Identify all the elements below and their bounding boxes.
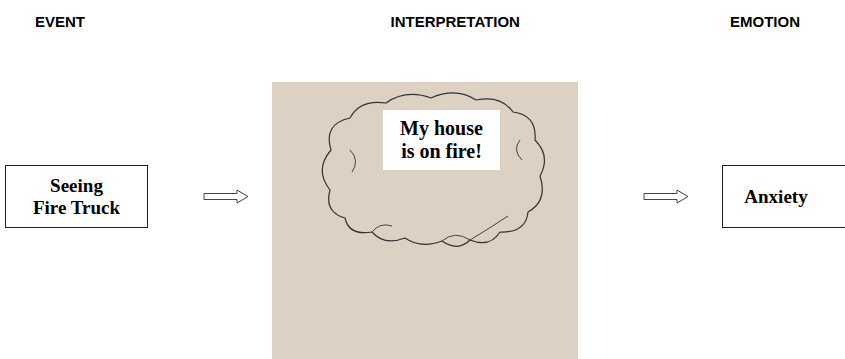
hollow-arrow (204, 190, 248, 203)
column-heading: INTERPRETATION (391, 13, 520, 30)
hollow-arrow (644, 190, 688, 203)
node-text: My house is on fire! (383, 110, 500, 170)
node-text: Seeing Fire Truck (32, 175, 122, 219)
interpretation-panel: My house is on fire! (272, 82, 578, 359)
emotion-box: Anxiety (722, 165, 845, 228)
event-box: Seeing Fire Truck (5, 165, 148, 228)
node-text: Anxiety (744, 186, 807, 208)
column-heading: EVENT (35, 13, 85, 30)
column-heading: EMOTION (730, 13, 800, 30)
